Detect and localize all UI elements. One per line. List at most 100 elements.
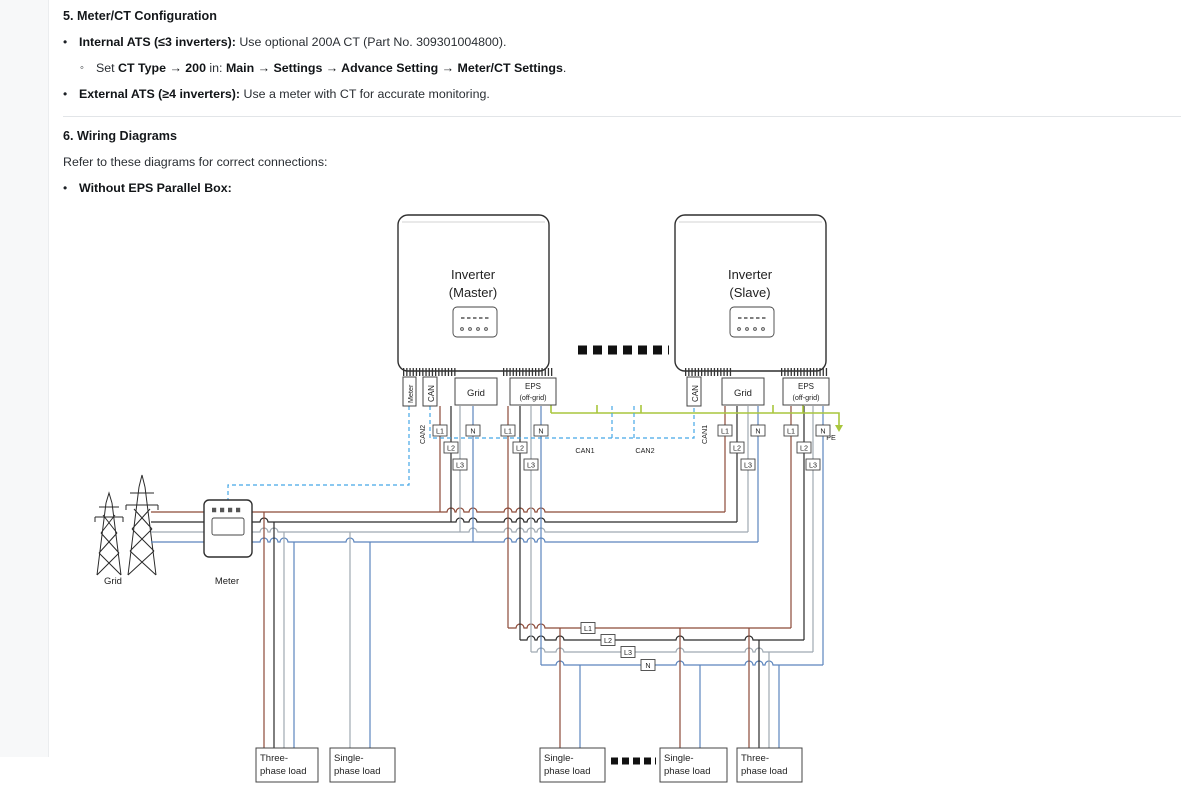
slave-port-grid: Grid: [721, 377, 765, 406]
master-port-eps: EPS (off-grid): [509, 377, 557, 406]
svg-text:EPS: EPS: [798, 382, 814, 391]
dist-label-l2: L2: [600, 634, 616, 646]
sub-text-3: .: [562, 61, 567, 75]
wire-label-l1: L1: [783, 424, 799, 437]
pe-wire: PE: [550, 405, 843, 442]
inverter-master-name: Inverter: [451, 267, 496, 282]
svg-text:Grid: Grid: [467, 388, 485, 399]
dist-label-l3: L3: [620, 646, 636, 658]
master-port-meter: Meter: [402, 376, 417, 407]
wire-label-l1: L1: [717, 424, 733, 437]
svg-text:L1: L1: [436, 427, 444, 436]
inverter-slave: Inverter (Slave): [674, 214, 827, 372]
dist-label-n: N: [640, 659, 656, 671]
wire-label-l2: L2: [729, 441, 745, 454]
svg-text:Single-: Single-: [664, 753, 694, 764]
can2-vertical-label: CAN2: [418, 425, 427, 444]
svg-text:N: N: [645, 661, 650, 670]
slave-port-eps: EPS (off-grid): [782, 377, 830, 406]
bullet-text: Use optional 200A CT (Part No. 309301004…: [235, 35, 507, 49]
svg-text:EPS: EPS: [525, 382, 541, 391]
svg-text:N: N: [820, 427, 825, 436]
svg-text:(off-grid): (off-grid): [519, 393, 546, 402]
load-three-phase-1: Three- phase load: [255, 747, 319, 783]
svg-text:L2: L2: [447, 444, 455, 453]
can1-label: CAN1: [575, 446, 594, 455]
svg-text:phase load: phase load: [741, 766, 787, 777]
sub-text-1: Set: [96, 61, 119, 75]
wire-label-l1: L1: [500, 424, 516, 437]
svg-text:L1: L1: [584, 624, 592, 633]
grid-caption: Grid: [104, 576, 122, 587]
svg-text:Three-: Three-: [260, 753, 288, 764]
svg-text:Single-: Single-: [544, 753, 574, 764]
eps-bus-wires: [508, 623, 823, 666]
meter-screen-icon: [211, 517, 245, 536]
inverter-display-icon: [729, 306, 775, 338]
bullet-text: Use a meter with CT for accurate monitor…: [240, 87, 490, 101]
bullet-marker: •: [63, 87, 68, 101]
bullet-marker: •: [63, 35, 68, 49]
load-single-phase-1: Single- phase load: [329, 747, 396, 783]
svg-text:L2: L2: [800, 444, 808, 453]
svg-text:L2: L2: [733, 444, 741, 453]
wire-label-l3: L3: [523, 458, 539, 471]
svg-text:L3: L3: [744, 461, 752, 470]
svg-text:L1: L1: [504, 427, 512, 436]
svg-text:phase load: phase load: [544, 766, 590, 777]
master-port-can: CAN: [422, 376, 438, 407]
meter-device: [203, 499, 253, 558]
pe-arrow-icon: [835, 425, 843, 432]
inverter-master-role: (Master): [449, 285, 497, 300]
vertical-wires: [263, 406, 824, 748]
sub-bold-1: CT Type → 200: [118, 61, 206, 75]
wire-label-l2: L2: [443, 441, 459, 454]
sub-bullet-marker: ◦: [80, 62, 84, 74]
bullet-marker: •: [63, 181, 68, 195]
svg-text:(off-grid): (off-grid): [792, 393, 819, 402]
svg-text:L1: L1: [721, 427, 729, 436]
svg-text:CAN: CAN: [427, 385, 436, 402]
svg-text:Three-: Three-: [741, 753, 769, 764]
wire-label-n: N: [533, 424, 549, 437]
wire-label-l3: L3: [805, 458, 821, 471]
can1-vertical-label: CAN1: [700, 425, 709, 444]
master-port-grid: Grid: [454, 377, 498, 406]
svg-text:phase load: phase load: [260, 766, 306, 777]
dist-label-l1: L1: [580, 622, 596, 634]
bullet-bold-text: External ATS (≥4 inverters):: [79, 87, 241, 101]
bullet-internal-ats: • Internal ATS (≤3 inverters): Use optio…: [63, 35, 1181, 50]
svg-text:L3: L3: [624, 648, 632, 657]
bullet-without-eps: • Without EPS Parallel Box:: [63, 181, 1181, 196]
inverter-slave-role: (Slave): [729, 285, 770, 300]
svg-text:phase load: phase load: [334, 766, 380, 777]
bullet-bold-text: Internal ATS (≤3 inverters):: [79, 35, 236, 49]
wire-label-l2: L2: [512, 441, 528, 454]
sub-bullet-ct-type: ◦ Set CT Type → 200 in: Main → Settings …: [63, 61, 1181, 76]
wire-label-n: N: [750, 424, 766, 437]
inverter-slave-name: Inverter: [728, 267, 773, 282]
wire-label-n: N: [465, 424, 481, 437]
svg-text:N: N: [538, 427, 543, 436]
wiring-diagram: PE Inverter (Master): [85, 207, 856, 787]
pe-label: PE: [826, 433, 836, 442]
wire-label-l3: L3: [740, 458, 756, 471]
section-divider: [63, 116, 1181, 117]
sub-bold-2: Main → Settings → Advance Setting → Mete…: [225, 61, 563, 75]
wire-label-l1: L1: [432, 424, 448, 437]
sub-text-2: in:: [205, 61, 226, 75]
svg-text:N: N: [755, 427, 760, 436]
load-three-phase-2: Three- phase load: [736, 747, 803, 783]
section-5-heading: 5. Meter/CT Configuration: [63, 9, 217, 23]
meter-caption: Meter: [215, 576, 239, 587]
svg-text:Grid: Grid: [734, 388, 752, 399]
svg-text:L2: L2: [516, 444, 524, 453]
svg-text:L3: L3: [456, 461, 464, 470]
svg-text:CAN: CAN: [691, 385, 700, 402]
svg-text:L3: L3: [809, 461, 817, 470]
svg-text:L3: L3: [527, 461, 535, 470]
load-single-phase-3: Single- phase load: [659, 747, 728, 783]
wire-label-n: N: [815, 424, 831, 437]
svg-text:Single-: Single-: [334, 753, 364, 764]
